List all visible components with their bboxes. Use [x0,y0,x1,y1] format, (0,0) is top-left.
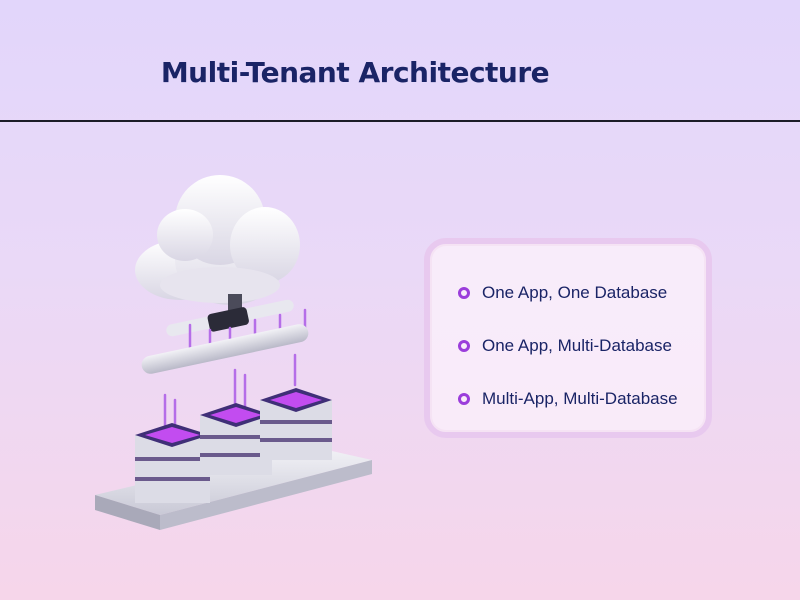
cloud-icon [135,175,300,305]
distribution-bar-icon [141,324,309,374]
tenancy-models-list: One App, One Database One App, Multi-Dat… [458,282,678,441]
title-divider [0,120,800,122]
list-item: One App, Multi-Database [458,335,678,357]
slide-title: Multi-Tenant Architecture [160,56,550,89]
list-item-label: One App, Multi-Database [482,336,672,355]
bullet-circle-icon [458,340,470,352]
list-item-label: Multi-App, Multi-Database [482,389,678,408]
list-item-label: One App, One Database [482,283,668,302]
tenancy-models-panel: One App, One Database One App, Multi-Dat… [424,238,712,438]
network-connector-icon [166,294,294,337]
cloud-servers-illustration [95,175,372,530]
bullet-circle-icon [458,393,470,405]
bullet-circle-icon [458,287,470,299]
list-item: One App, One Database [458,282,678,304]
list-item: Multi-App, Multi-Database [458,388,678,410]
server-stack-icon [135,388,332,503]
